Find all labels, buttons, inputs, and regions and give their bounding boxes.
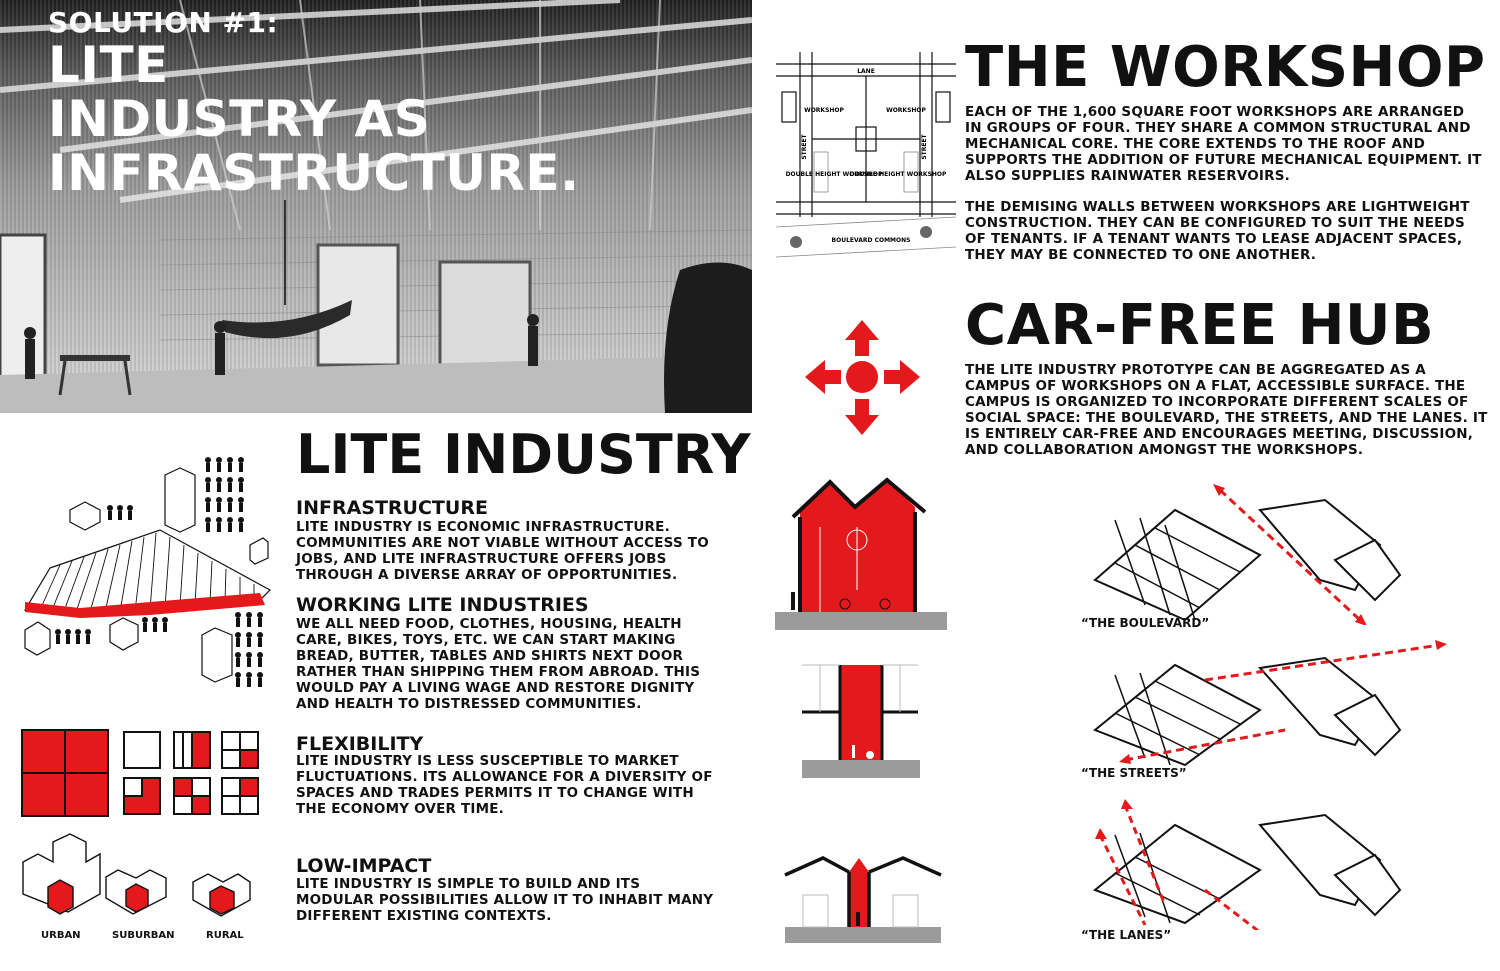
context-label-urban: URBAN (41, 930, 81, 941)
hero-title: LITE INDUSTRY AS INFRASTRUCTURE. (48, 38, 748, 200)
hub-heading: CAR-FREE HUB (965, 293, 1435, 358)
boulevard-section-drawing (775, 477, 947, 630)
section-title-infrastructure: INFRASTRUCTURE (296, 497, 488, 519)
plan-label-street: STREET (921, 133, 928, 159)
workshop-heading: THE WORKSHOP (965, 35, 1486, 100)
hero-title-line: INFRASTRUCTURE. (48, 144, 580, 202)
lite-industry-heading: LITE INDUSTRY (296, 423, 751, 486)
hero-title-line: INDUSTRY AS (48, 90, 431, 148)
people-icon (205, 457, 244, 532)
four-direction-arrows-icon (805, 320, 920, 435)
plan-label-boulevard: BOULEVARD COMMONS (832, 237, 911, 244)
infrastructure-landscape-diagram (23, 457, 271, 687)
people-icon (235, 612, 263, 687)
boulevard-campus-diagram (1093, 484, 1402, 625)
campus-label-lanes: “THE LANES” (1081, 928, 1172, 942)
context-label-rural: RURAL (206, 930, 244, 941)
plan-label-lane: LANE (857, 68, 875, 75)
people-icon (55, 629, 91, 644)
section-body-flexibility: LITE INDUSTRY IS LESS SUSCEPTIBLE TO MAR… (296, 753, 713, 817)
hub-paragraph: THE LITE INDUSTRY PROTOTYPE CAN BE AGGRE… (965, 362, 1488, 458)
lanes-campus-diagram (1093, 799, 1402, 930)
section-body-infrastructure: LITE INDUSTRY IS ECONOMIC INFRASTRUCTURE… (296, 519, 709, 583)
section-title-low-impact: LOW-IMPACT (296, 855, 432, 877)
solution-label: SOLUTION #1: (48, 6, 279, 39)
streets-campus-diagram (1093, 640, 1447, 767)
people-icon (107, 505, 133, 520)
people-icon (142, 617, 168, 632)
plan-label-double-height: DOUBLE HEIGHT WORKSHOP (786, 171, 883, 178)
workshop-para-1: EACH OF THE 1,600 SQUARE FOOT WORKSHOPS … (965, 104, 1482, 184)
plan-label-workshop: WORKSHOP (804, 107, 844, 114)
warehouse-interior-illustration (0, 0, 752, 413)
workshop-floor-plan: LANE WORKSHOP WORKSHOP DOUBLE HEIGHT WOR… (776, 52, 956, 258)
section-body-low-impact: LITE INDUSTRY IS SIMPLE TO BUILD AND ITS… (296, 876, 714, 924)
hero-title-line: LITE (48, 36, 169, 94)
flexibility-grid-diagram (21, 729, 259, 817)
section-body-working: WE ALL NEED FOOD, CLOTHES, HOUSING, HEAL… (296, 616, 701, 712)
plan-label-double-height: DOUBLE HEIGHT WORKSHOP (850, 171, 947, 178)
campus-label-boulevard: “THE BOULEVARD” (1081, 616, 1210, 630)
context-label-suburban: SUBURBAN (112, 930, 175, 941)
lanes-section-drawing (784, 856, 942, 943)
workshop-para-2: THE DEMISING WALLS BETWEEN WORKSHOPS ARE… (965, 199, 1470, 263)
hero-photo: SOLUTION #1: LITE INDUSTRY AS INFRASTRUC… (0, 0, 752, 413)
plan-label-workshop: WORKSHOP (886, 107, 926, 114)
section-title-working: WORKING LITE INDUSTRIES (296, 594, 589, 616)
section-title-flexibility: FLEXIBILITY (296, 733, 424, 755)
campus-label-streets: “THE STREETS” (1081, 766, 1187, 780)
streets-section-drawing (802, 664, 920, 778)
plan-label-street: STREET (801, 133, 808, 159)
context-buildings-diagram (22, 833, 251, 917)
